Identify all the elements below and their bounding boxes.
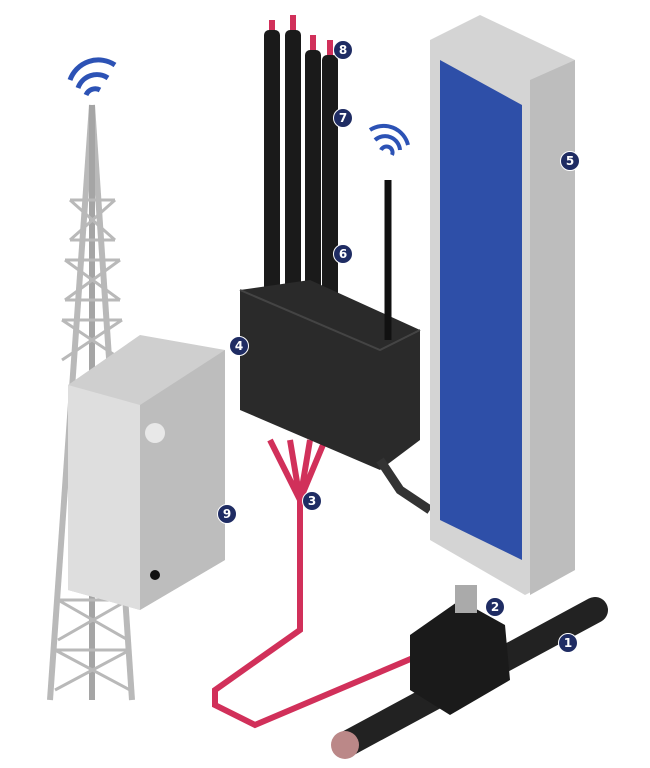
badge-6: 6	[333, 244, 353, 264]
wifi-icon	[368, 123, 410, 156]
badge-5: 5	[560, 151, 580, 171]
iot-device	[239, 180, 433, 514]
badge-1: 1	[558, 633, 578, 653]
badge-4: 4	[229, 336, 249, 356]
badge-8: 8	[333, 40, 353, 60]
badge-2: 2	[485, 597, 505, 617]
pipe-clamp	[331, 585, 608, 759]
badge-3: 3	[302, 491, 322, 511]
connectors	[264, 30, 338, 300]
wifi-icon	[67, 57, 117, 97]
badge-7: 7	[333, 108, 353, 128]
solar-panel	[430, 15, 575, 595]
badge-9: 9	[217, 504, 237, 524]
enclosure-box	[68, 335, 225, 610]
